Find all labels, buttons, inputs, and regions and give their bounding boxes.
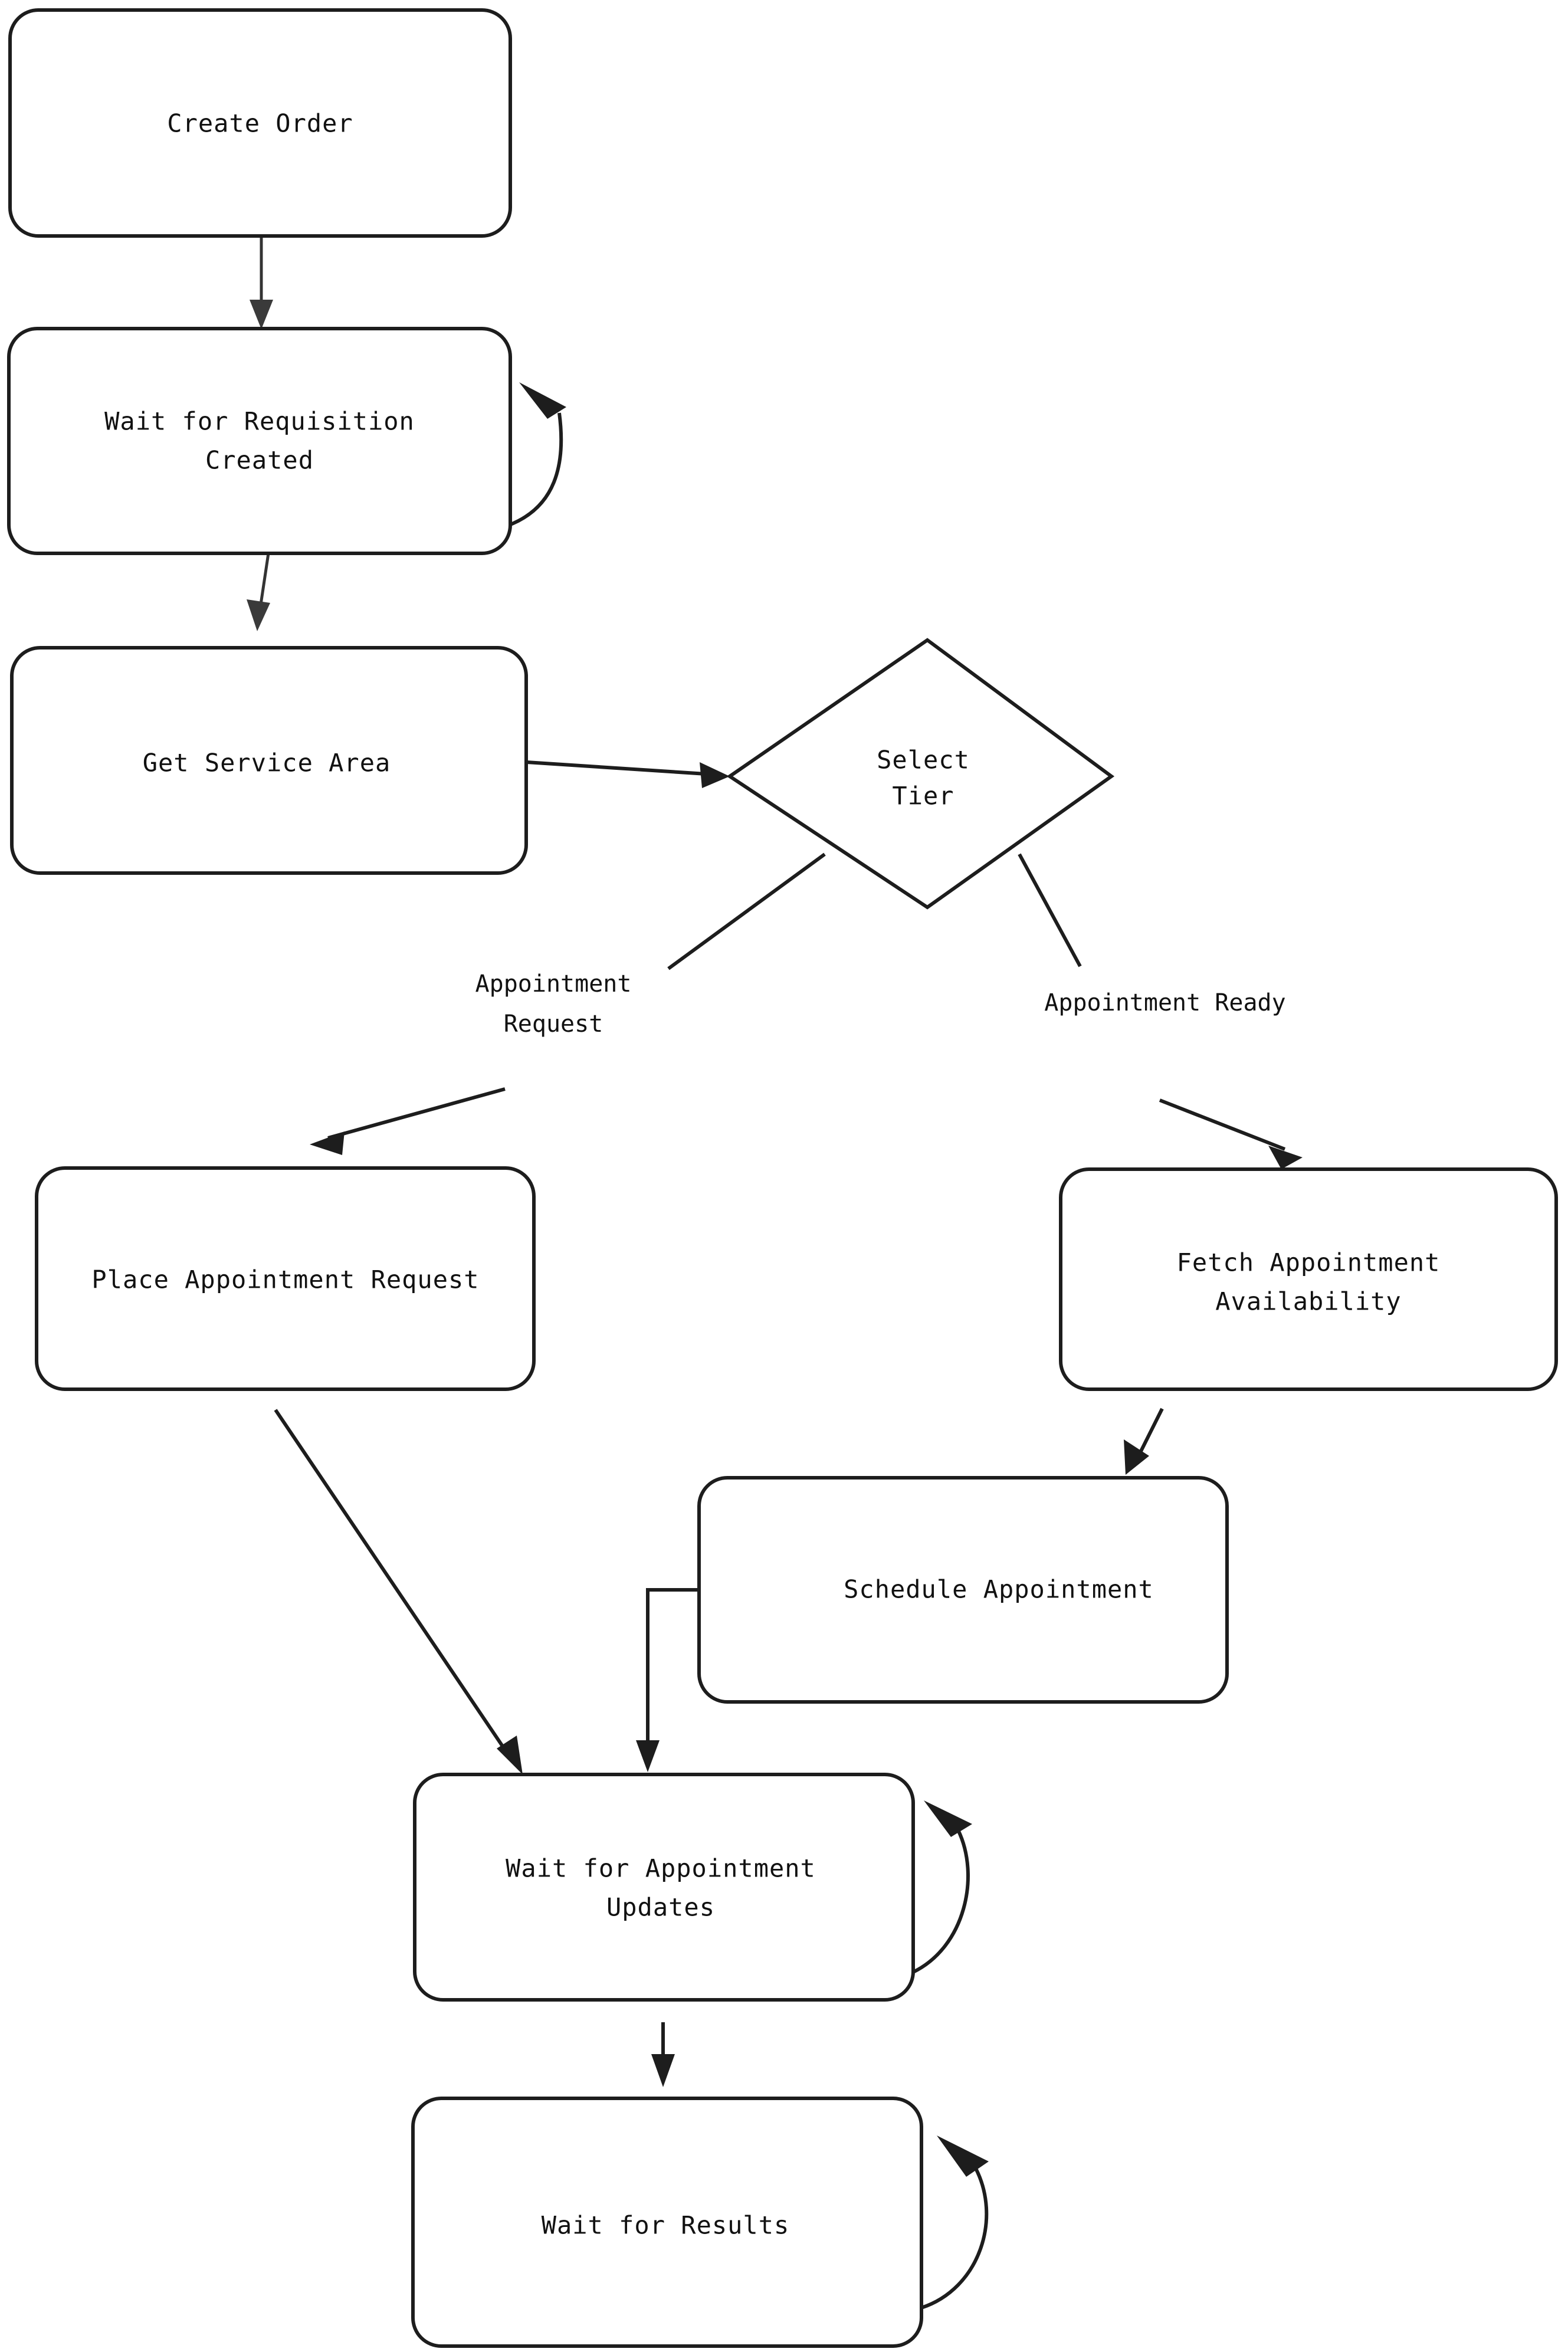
- edge-label-appointment-request-line1: Appointment: [475, 970, 632, 998]
- node-wait-results[interactable]: Wait for Results: [411, 2097, 923, 2348]
- edge-line-seg2: [1159, 1098, 1286, 1151]
- arrow-head-icon: [497, 1736, 523, 1774]
- node-shape-get-service-area[interactable]: [10, 646, 528, 875]
- node-shape-wait-results[interactable]: [411, 2097, 923, 2348]
- edge-label-appointment-ready-line1: Appointment Ready: [1044, 989, 1285, 1016]
- edge-wait-requisition-self-loop: [508, 382, 566, 527]
- edge-label-appointment-request: Appointment Request: [475, 970, 632, 1038]
- edge-wait-appointment-updates-to-wait-results: [651, 2022, 675, 2087]
- arrow-head-icon: [651, 2054, 675, 2087]
- node-label-place-appointment-request: Place Appointment Request: [91, 1265, 479, 1294]
- edge-create-order-to-wait-requisition: [250, 237, 273, 329]
- arrow-head-icon: [310, 1131, 345, 1155]
- node-label-wait-updates-line2: Updates: [606, 1893, 715, 1922]
- edge-label-appointment-request-line2: Request: [504, 1011, 603, 1038]
- node-shape-create-order[interactable]: [8, 8, 512, 238]
- node-select-tier[interactable]: Select Tier: [726, 638, 1115, 910]
- node-shape-schedule-appointment[interactable]: [697, 1476, 1229, 1704]
- node-wait-appointment-updates[interactable]: Wait for Appointment Updates: [413, 1773, 915, 2002]
- edge-line: [274, 1409, 510, 1756]
- edge-fetch-availability-to-schedule-appointment: [1124, 1408, 1164, 1475]
- node-place-appointment-request[interactable]: Place Appointment Request: [35, 1166, 536, 1391]
- edge-line-seg-lower: [327, 1087, 506, 1140]
- arrow-head-icon: [247, 599, 270, 631]
- edge-line: [1018, 853, 1082, 967]
- arrow-head-icon: [924, 1800, 972, 1837]
- node-label-wait-updates-line1: Wait for Appointment: [506, 1854, 816, 1883]
- edge-select-tier-to-place-appointment-request: [310, 852, 826, 1155]
- node-shape-select-tier-diamond[interactable]: [726, 638, 1115, 910]
- node-label-fetch-availability-line2: Availability: [1215, 1287, 1401, 1316]
- edge-line: [667, 852, 826, 970]
- node-label-wait-requisition-line2: Created: [205, 446, 314, 475]
- edge-get-service-area-to-select-tier: [526, 760, 730, 788]
- edge-line: [646, 1588, 699, 1743]
- node-shape-wait-requisition-created[interactable]: [7, 327, 512, 555]
- edge-wait-results-self-loop: [921, 2136, 989, 2310]
- arrow-head-icon: [700, 762, 730, 788]
- arrow-head-icon: [1268, 1146, 1303, 1169]
- edge-select-tier-to-fetch-appointment-availability: [1018, 853, 1303, 1169]
- edge-line: [508, 412, 563, 527]
- node-get-service-area[interactable]: Get Service Area: [10, 646, 528, 875]
- node-fetch-appointment-availability[interactable]: Fetch Appointment Availability: [1059, 1167, 1558, 1391]
- arrow-head-icon: [250, 300, 273, 329]
- node-create-order[interactable]: Create Order: [8, 8, 512, 238]
- arrow-head-icon: [1124, 1439, 1149, 1475]
- edge-place-request-to-wait-appointment-updates: [274, 1409, 523, 1774]
- edge-line: [526, 760, 707, 776]
- node-label-get-service-area: Get Service Area: [143, 749, 391, 778]
- edge-line: [921, 2165, 989, 2310]
- node-label-wait-results: Wait for Results: [542, 2211, 790, 2240]
- node-shape-wait-appointment-updates[interactable]: [413, 1773, 915, 2002]
- node-label-fetch-availability-line1: Fetch Appointment: [1177, 1248, 1441, 1277]
- node-shape-place-appointment-request[interactable]: [35, 1166, 536, 1391]
- node-shape-fetch-appointment-availability[interactable]: [1059, 1167, 1558, 1391]
- node-wait-requisition-created[interactable]: Wait for Requisition Created: [7, 327, 512, 555]
- edge-line: [1137, 1408, 1164, 1457]
- edge-schedule-appointment-to-wait-appointment-updates: [636, 1588, 699, 1772]
- node-label-create-order: Create Order: [167, 109, 353, 138]
- node-label-select-tier-line2: Tier: [892, 782, 954, 811]
- node-label-schedule-appointment: Schedule Appointment: [844, 1575, 1154, 1604]
- node-label-select-tier-line1: Select: [877, 746, 970, 775]
- edge-wait-requisition-to-get-service-area: [247, 553, 270, 631]
- arrow-head-icon: [636, 1740, 660, 1772]
- arrow-head-icon: [937, 2136, 989, 2177]
- node-schedule-appointment[interactable]: Schedule Appointment: [697, 1476, 1229, 1704]
- node-label-wait-requisition-line1: Wait for Requisition: [104, 407, 415, 436]
- edge-line: [912, 1829, 970, 1974]
- arrow-head-icon: [519, 382, 566, 419]
- edge-label-appointment-ready: Appointment Ready: [1044, 989, 1285, 1016]
- edge-wait-appointment-updates-self-loop: [912, 1800, 972, 1974]
